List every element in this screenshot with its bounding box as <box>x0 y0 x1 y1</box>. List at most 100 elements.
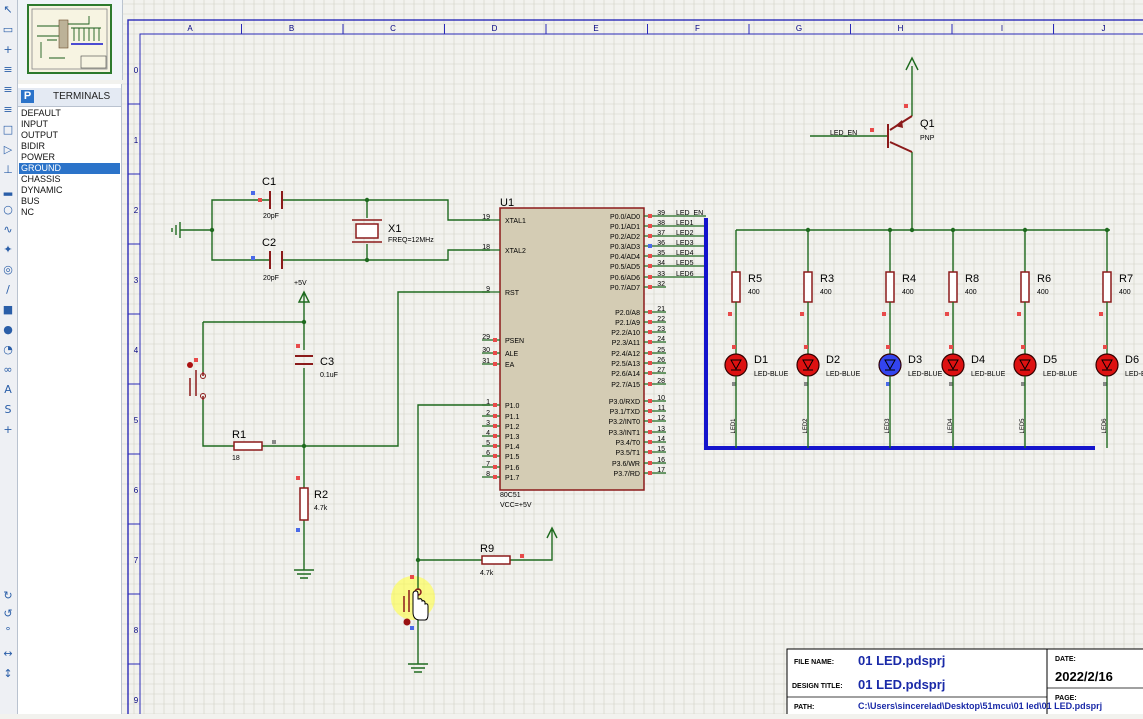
mcu-pin-number: 33 <box>657 271 665 278</box>
component-icon[interactable]: ▭ <box>2 23 14 36</box>
bus-icon[interactable]: ≡ <box>3 103 13 116</box>
pin-marker <box>648 382 652 386</box>
path-icon[interactable]: ∞ <box>3 363 13 376</box>
terminal-item-default[interactable]: DEFAULT <box>21 108 61 118</box>
pin-marker <box>648 409 652 413</box>
mcu-pin-number: 29 <box>482 334 490 341</box>
overview-thumbnail-drawing <box>31 8 108 70</box>
led-d6[interactable] <box>1095 353 1119 377</box>
mcu-pin-name: P1.1 <box>505 414 520 421</box>
mcu-pin-name: P2.2/A10 <box>611 330 640 337</box>
mcu-pin-name: P2.0/A8 <box>615 310 640 317</box>
pin-marker <box>272 440 276 444</box>
pin-marker <box>1021 345 1025 349</box>
mcu-pin-number: 2 <box>486 410 490 417</box>
led-d3[interactable] <box>878 353 902 377</box>
pin-marker <box>648 244 652 248</box>
meter-icon[interactable]: ◎ <box>3 263 13 276</box>
terminal-item-power[interactable]: POWER <box>21 152 56 162</box>
overview-window[interactable] <box>18 0 123 80</box>
terminal-item-chassis[interactable]: CHASSIS <box>21 174 61 184</box>
grid-column-label: C <box>390 24 396 33</box>
r7-ref: R7 <box>1119 273 1133 285</box>
text-icon[interactable]: A <box>4 383 12 396</box>
terminal-icon[interactable]: ▷ <box>3 143 13 156</box>
probe-icon[interactable]: ✦ <box>3 243 13 256</box>
pick-devices-button[interactable]: P <box>21 90 34 103</box>
marker-icon[interactable]: + <box>3 423 13 436</box>
c1-value: 20pF <box>263 213 279 220</box>
junction-icon[interactable]: + <box>3 43 13 56</box>
wire <box>417 404 490 560</box>
d3-ref: D3 <box>908 354 922 366</box>
line-icon[interactable]: / <box>6 283 10 296</box>
select-arrow-icon[interactable]: ↖ <box>3 3 13 16</box>
led-d4[interactable] <box>941 353 965 377</box>
c1-ref: C1 <box>262 176 276 188</box>
r7-value: 400 <box>1119 289 1131 296</box>
flip-v-icon[interactable]: ↕ <box>3 667 13 680</box>
pin-marker <box>870 128 874 132</box>
schematic-canvas[interactable]: ABCDEFGHIJK0123456789C120pFC220pFX1FREQ=… <box>122 0 1143 719</box>
mcu-pin-name: P3.3/INT1 <box>608 430 640 437</box>
grid-column-label: I <box>1001 24 1003 33</box>
grid-column-label: E <box>593 24 598 33</box>
key-button[interactable] <box>403 590 410 612</box>
grid-column-label: F <box>695 24 700 33</box>
grid-row-label: 0 <box>134 66 139 75</box>
led-d5[interactable] <box>1013 353 1037 377</box>
symbol-icon[interactable]: S <box>4 403 12 416</box>
mcu-pin-number: 1 <box>486 399 490 406</box>
label-icon[interactable]: ≡ <box>3 63 13 76</box>
terminal-item-output[interactable]: OUTPUT <box>21 130 58 140</box>
overview-thumbnail[interactable] <box>27 4 112 74</box>
terminal-item-dynamic[interactable]: DYNAMIC <box>21 185 63 195</box>
led-d1[interactable] <box>724 353 748 377</box>
schematic-drawing[interactable]: ABCDEFGHIJK0123456789C120pFC220pFX1FREQ=… <box>122 0 1143 719</box>
mcu-pin-name: P1.0 <box>505 403 520 410</box>
pin-marker <box>648 430 652 434</box>
text-script-icon[interactable]: ≡ <box>3 83 13 96</box>
angle-icon[interactable]: ° <box>5 625 11 638</box>
pin-marker <box>648 275 652 279</box>
date-label: DATE: <box>1055 656 1076 663</box>
rotate-cw-icon[interactable]: ↻ <box>3 589 13 602</box>
terminal-item-nc[interactable]: NC <box>21 207 34 217</box>
pin-marker <box>648 320 652 324</box>
d4-value: LED-BLUE <box>971 371 1006 378</box>
mcu-u1-body[interactable] <box>499 207 645 491</box>
d1-value: LED-BLUE <box>754 371 789 378</box>
led-d2[interactable] <box>796 353 820 377</box>
junction-dot <box>909 227 915 233</box>
flip-h-icon[interactable]: ↔ <box>3 647 13 660</box>
tape-icon[interactable]: ○ <box>3 203 13 216</box>
terminal-item-bidir[interactable]: BIDIR <box>21 141 46 151</box>
terminal-item-bus[interactable]: BUS <box>21 196 40 206</box>
u1-ref: U1 <box>500 197 514 209</box>
circle-icon[interactable]: ● <box>3 323 13 336</box>
box-icon[interactable]: ■ <box>2 303 14 316</box>
led-symbol <box>947 359 959 371</box>
rotate-ccw-icon[interactable]: ↺ <box>3 607 13 620</box>
vcc-label: +5V <box>294 280 307 287</box>
mcu-pin-number: 21 <box>657 306 665 313</box>
mcu-pin-number: 31 <box>482 358 490 365</box>
generator-icon[interactable]: ∿ <box>3 223 13 236</box>
net-label-led5: LED5 <box>676 260 694 267</box>
terminal-item-ground[interactable]: GROUND <box>19 163 120 174</box>
mcu-pin-number: 30 <box>482 347 490 354</box>
mcu-pin-number: 25 <box>657 347 665 354</box>
mcu-pin-number: 14 <box>657 436 665 443</box>
mcu-pin-name: P2.4/A12 <box>611 351 640 358</box>
grid-row-label: 5 <box>134 416 139 425</box>
graph-icon[interactable]: ▂ <box>3 183 13 196</box>
mcu-pin-number: 37 <box>657 230 665 237</box>
r3-ref: R3 <box>820 273 834 285</box>
subcircuit-icon[interactable]: □ <box>2 123 14 136</box>
pin-marker <box>493 362 497 366</box>
terminal-item-input[interactable]: INPUT <box>21 119 48 129</box>
wire <box>211 230 270 261</box>
d2-value: LED-BLUE <box>826 371 861 378</box>
arc-icon[interactable]: ◔ <box>3 343 13 356</box>
pin-icon[interactable]: ⊥ <box>3 163 13 176</box>
